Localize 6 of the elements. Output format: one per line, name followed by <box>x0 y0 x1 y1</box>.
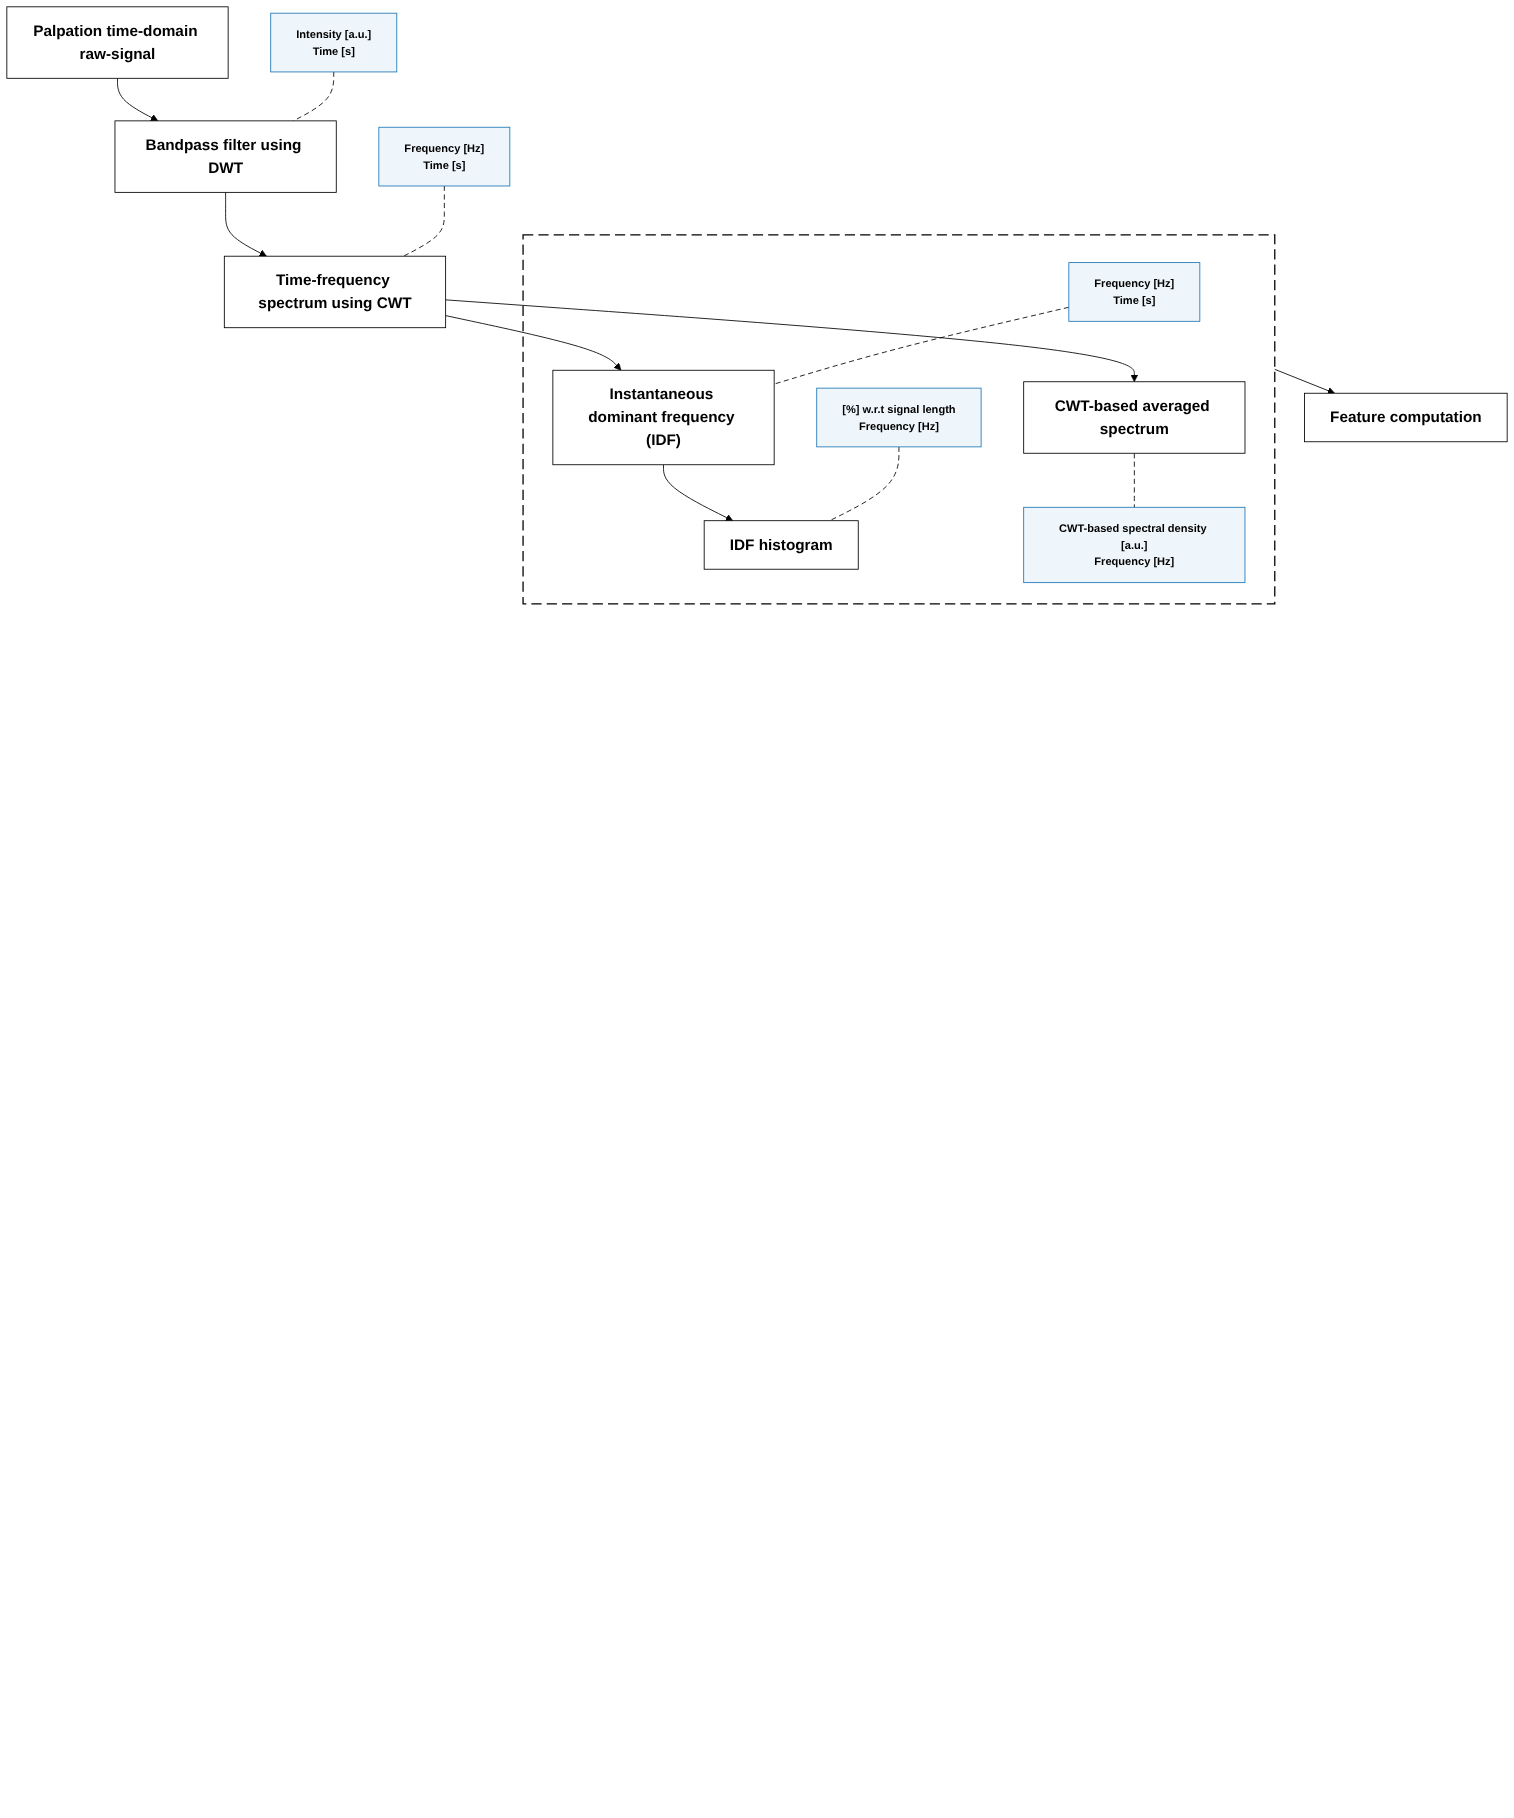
connector <box>403 185 445 257</box>
connector <box>829 446 900 522</box>
connector <box>773 306 1070 385</box>
cluster <box>522 234 1276 605</box>
connector <box>292 71 335 122</box>
connector <box>1133 452 1135 508</box>
